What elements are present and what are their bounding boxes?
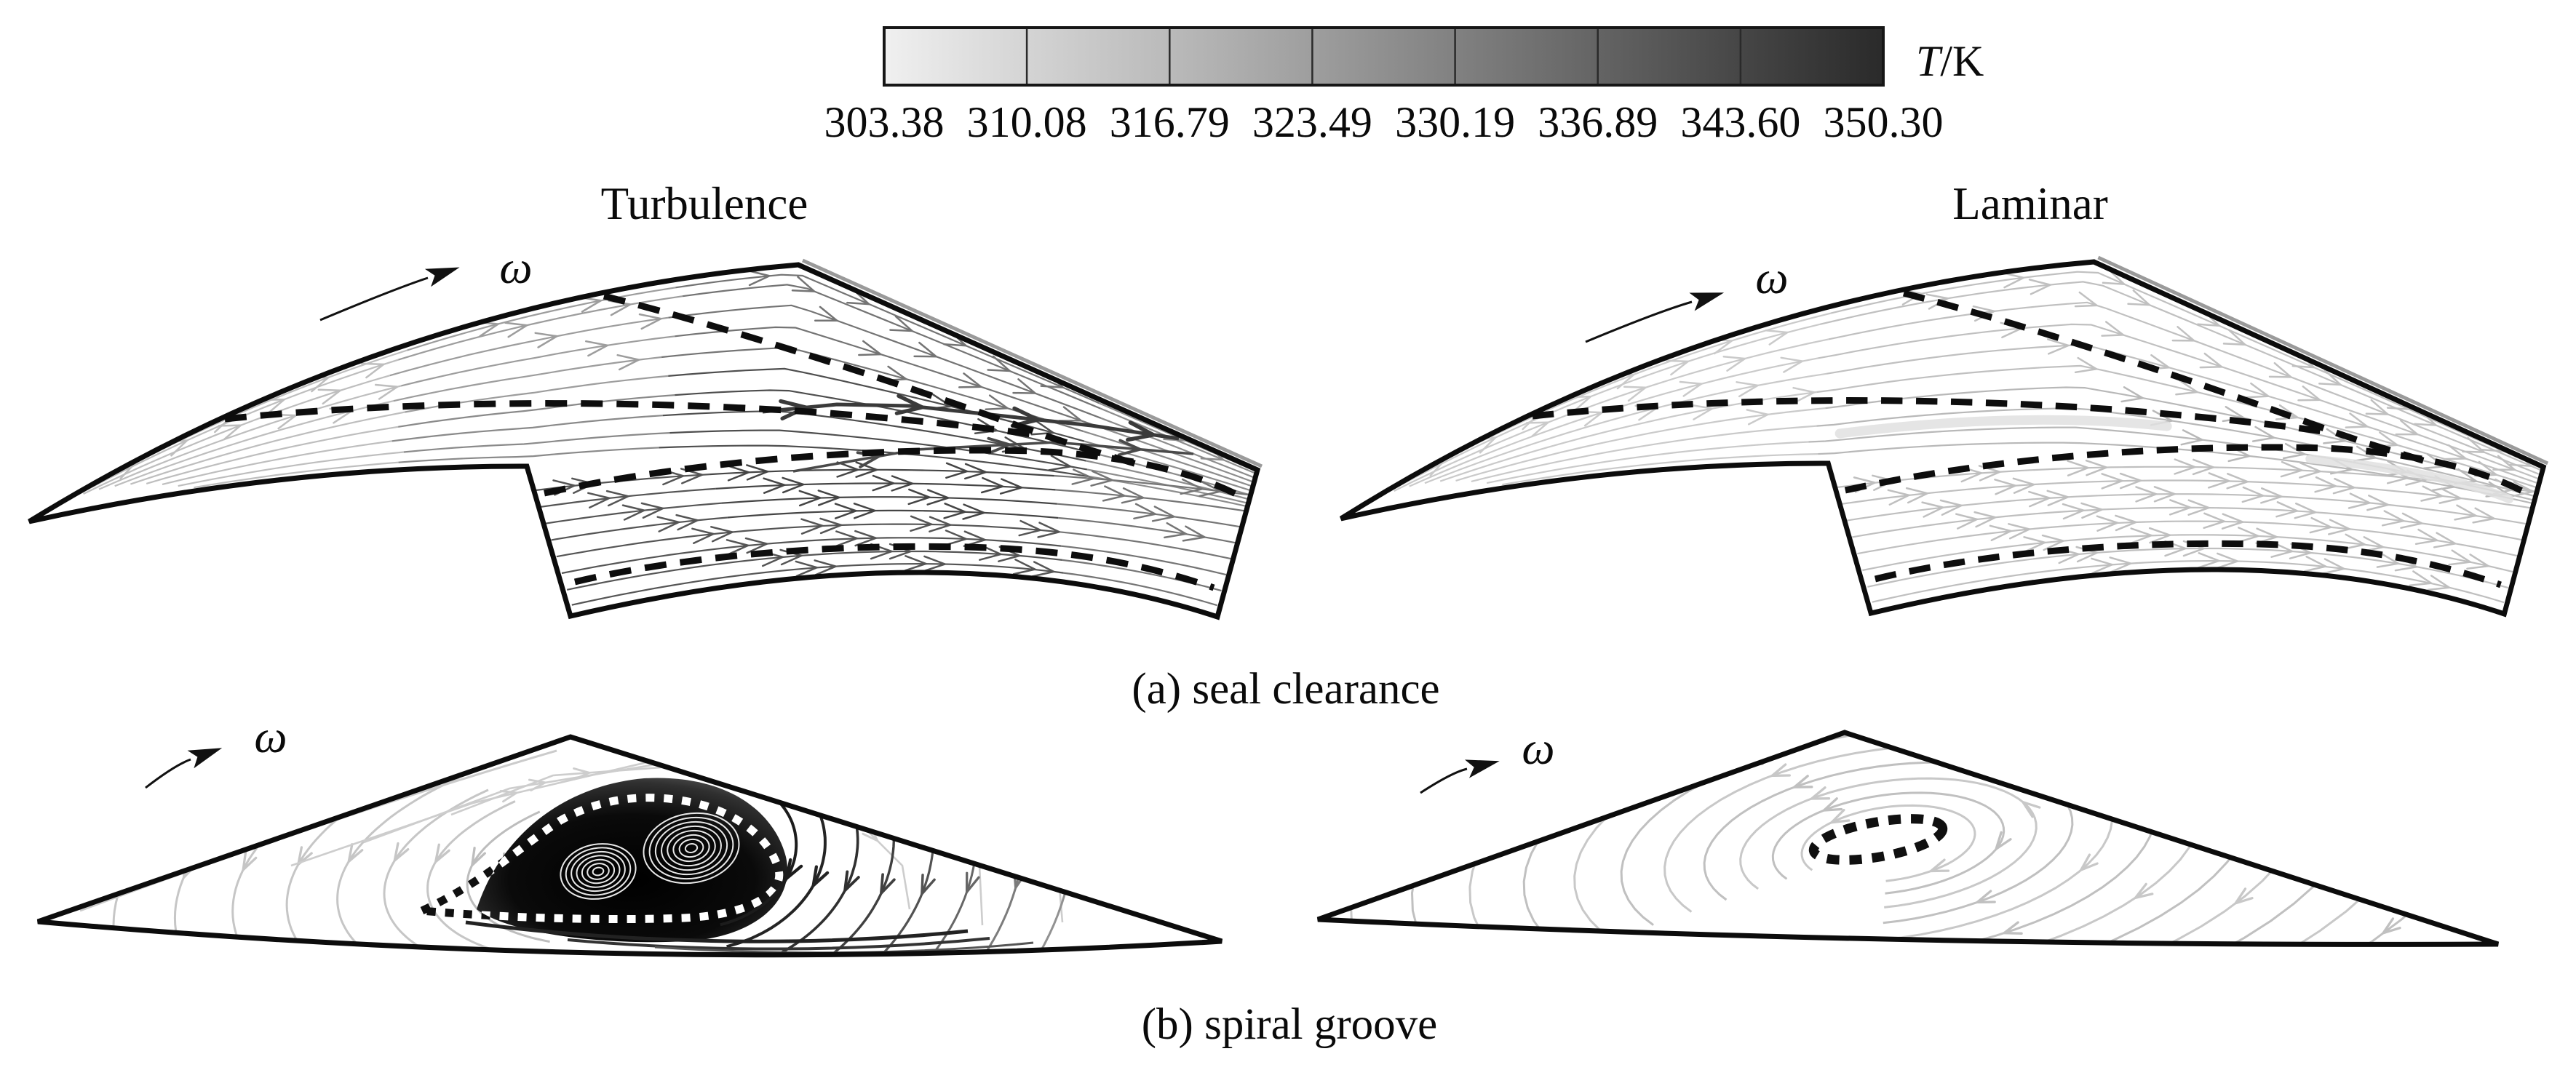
svg-text:(a) seal clearance: (a) seal clearance <box>1132 665 1439 714</box>
svg-text:323.49: 323.49 <box>1252 98 1372 146</box>
svg-text:343.60: 343.60 <box>1680 98 1800 146</box>
svg-text:ω: ω <box>1755 252 1788 303</box>
svg-text:T/K: T/K <box>1916 37 1984 85</box>
svg-text:ω: ω <box>1522 722 1554 774</box>
svg-text:303.38: 303.38 <box>824 98 945 146</box>
svg-text:350.30: 350.30 <box>1824 98 1944 146</box>
svg-text:Turbulence: Turbulence <box>601 178 808 229</box>
svg-text:ω: ω <box>499 241 532 293</box>
svg-text:ω: ω <box>254 711 287 762</box>
svg-text:330.19: 330.19 <box>1395 98 1515 146</box>
svg-text:Laminar: Laminar <box>1952 178 2107 229</box>
svg-text:310.08: 310.08 <box>967 98 1087 146</box>
svg-text:316.79: 316.79 <box>1110 98 1230 146</box>
svg-text:(b) spiral groove: (b) spiral groove <box>1142 1000 1438 1049</box>
svg-text:336.89: 336.89 <box>1538 98 1658 146</box>
